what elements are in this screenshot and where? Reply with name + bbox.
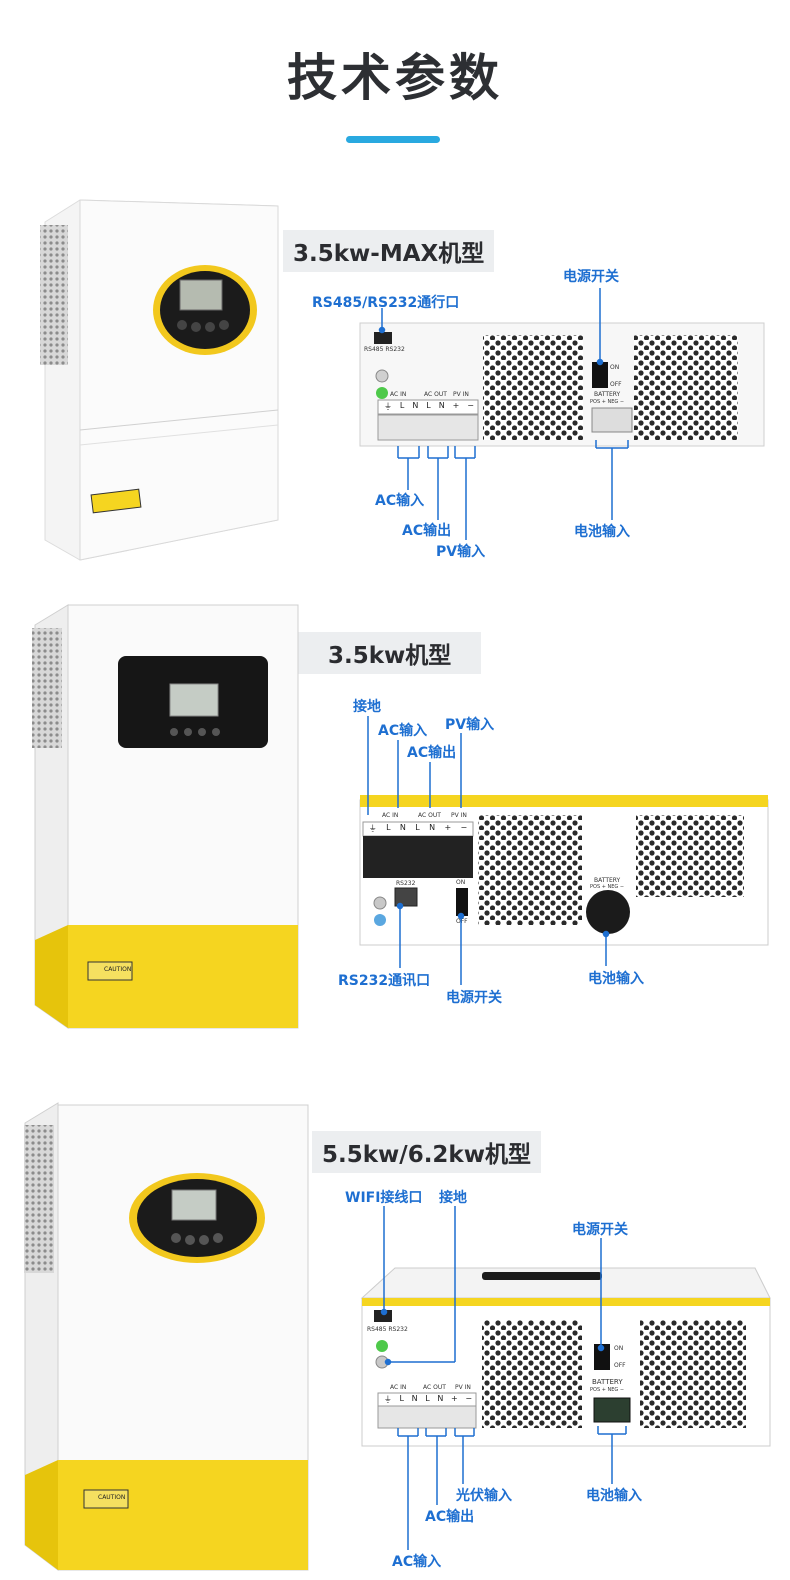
callout-rs232-port: RS232通讯口 [338, 973, 431, 989]
callout-wifi-port: WIFI接线口 [345, 1190, 423, 1206]
callout-pv-input: 光伏输入 [456, 1488, 512, 1504]
terminal-neg: − [465, 1394, 473, 1403]
panel3-pos-neg-text: POS + NEG − [590, 1387, 625, 1393]
terminal-n1: N [411, 1394, 418, 1403]
terminal-l2: L [425, 1394, 430, 1403]
panel2-pos-neg-text: POS + NEG − [590, 884, 625, 890]
callout-ac-input: AC输入 [392, 1554, 442, 1570]
panel2-on-text: ON [456, 879, 466, 886]
terminal-ground: ⏚ [368, 824, 377, 833]
panel3-pv-in-text: PV IN [455, 1384, 471, 1391]
panel2-ac-out-text: AC OUT [418, 812, 441, 819]
terminal-neg: − [467, 401, 474, 410]
terminal-n2: N [437, 1394, 444, 1403]
caution-label-3-5kw: CAUTION [104, 966, 132, 973]
panel-pv-in-text: PV IN [453, 391, 469, 398]
terminal-l1: L [399, 401, 405, 410]
callout-ac-input: AC输入 [378, 723, 428, 739]
callout-power-switch: 电源开关 [563, 269, 619, 285]
callout-ac-output: AC输出 [425, 1509, 475, 1525]
page-title: 技术参数 [287, 49, 503, 107]
terminal-ground: ⏚ [383, 402, 392, 411]
panel-rs-port-text: RS485 RS232 [364, 346, 405, 353]
panel3-ac-in-text: AC IN [390, 1384, 407, 1391]
callout-power-switch: 电源开关 [572, 1222, 628, 1238]
panel3-battery-text: BATTERY [592, 1378, 623, 1386]
caution-label-5-5kw: CAUTION [98, 1494, 126, 1501]
callout-battery-input: 电池输入 [586, 1488, 642, 1504]
panel2-off-text: OFF [456, 918, 468, 925]
terminal-l2: L [426, 401, 431, 410]
panel2-pv-in-text: PV IN [451, 812, 467, 819]
callout-pv-input: PV输入 [436, 544, 486, 560]
panel-off-text: OFF [610, 381, 622, 388]
title-accent-bar [346, 136, 440, 143]
terminal-n1: N [412, 401, 419, 410]
panel-terminal-labels: ⏚ L N L N + − [380, 401, 478, 412]
panel2-ac-in-text: AC IN [382, 812, 399, 819]
panel-ac-in-text: AC IN [390, 391, 407, 398]
terminal-l1: L [399, 1394, 404, 1403]
model-label-3-5kw-max: 3.5kw-MAX机型 [283, 230, 495, 272]
callout-comm-port: RS485/RS232通行口 [312, 295, 460, 311]
terminal-pos: + [451, 1394, 458, 1403]
panel-pos-neg-text: POS + NEG − [590, 399, 625, 405]
panel2-terminal-labels: ⏚ L N L N + − [364, 823, 472, 834]
panel2-rs232-text: RS232 [396, 880, 416, 887]
callout-battery-input: 电池输入 [574, 524, 630, 540]
panel-battery-text: BATTERY [594, 391, 621, 398]
panel3-ac-out-text: AC OUT [423, 1384, 446, 1391]
terminal-l1: L [386, 823, 391, 832]
terminal-ground: ⏚ [383, 1395, 392, 1404]
panel3-rs-port-text: RS485 RS232 [367, 1326, 408, 1333]
callout-ground: 接地 [353, 699, 381, 715]
callout-ac-output: AC输出 [402, 523, 452, 539]
panel3-on-text: ON [614, 1345, 624, 1352]
panel-ac-out-text: AC OUT [424, 391, 447, 398]
callout-pv-input: PV输入 [445, 717, 495, 733]
panel-on-text: ON [610, 364, 620, 371]
terminal-n2: N [429, 823, 436, 832]
terminal-n2: N [438, 401, 445, 410]
model-label-3-5kw: 3.5kw机型 [298, 632, 482, 674]
callout-ground: 接地 [439, 1190, 467, 1206]
terminal-n1: N [399, 823, 406, 832]
terminal-pos: + [444, 823, 452, 832]
panel3-off-text: OFF [614, 1362, 626, 1369]
panel3-terminal-labels: ⏚ L N L N + − [380, 1394, 476, 1405]
model-label-5-5kw-6-2kw: 5.5kw/6.2kw机型 [312, 1131, 541, 1173]
callout-battery-input: 电池输入 [588, 971, 644, 987]
panel2-battery-text: BATTERY [594, 877, 621, 884]
callout-ac-input: AC输入 [375, 493, 425, 509]
callout-power-switch: 电源开关 [446, 990, 502, 1006]
terminal-l2: L [415, 823, 420, 832]
terminal-neg: − [460, 823, 468, 832]
callout-ac-output: AC输出 [407, 745, 457, 761]
terminal-pos: + [452, 401, 460, 410]
